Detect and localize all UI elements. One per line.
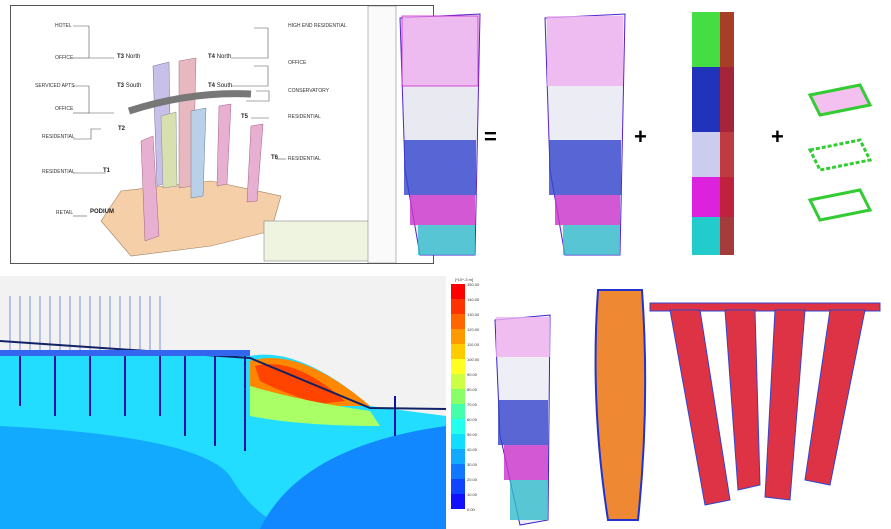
legend-value: 30.00 [467,462,478,467]
legend-swatch [451,419,465,434]
structural-frame-models [494,289,881,526]
soil-displacement-contour-plot [0,276,446,529]
legend-swatch [451,479,465,494]
legend-value: 60.00 [467,417,478,422]
legend-swatch [451,359,465,374]
color-legend [451,284,465,509]
legend-value: 140.00 [467,297,480,302]
floor-slab-models [807,83,873,222]
label-t4-north: T4 North [208,54,232,60]
label-residential: RESIDENTIAL [42,134,75,140]
legend-value: 10.00 [467,492,478,497]
equals-sign: = [484,124,497,149]
label-residential-2: RESIDENTIAL [42,169,75,175]
label-t3-south: T3 South [117,83,142,89]
label-podium: PODIUM [90,209,114,215]
structural-decomposition [399,12,873,256]
label-office: OFFICE [55,55,74,61]
label-office-t4: OFFICE [288,60,307,66]
bridge-towers-model [649,302,881,506]
tower-wireframe-model [594,289,647,521]
legend-value: 20.00 [467,477,478,482]
tower-frame-model [494,314,551,526]
legend-swatch [451,344,465,359]
legend-swatch [451,299,465,314]
legend-value: 80.00 [467,387,478,392]
legend-value: 0.00 [467,507,475,512]
label-serviced-apts: SERVICED APTS [35,83,75,89]
legend-swatch [451,434,465,449]
legend-unit: [*10^-3 m] [455,277,474,282]
legend-value: 100.00 [467,357,480,362]
core-model [692,12,734,255]
label-retail: RETAIL [56,210,74,216]
legend-value: 40.00 [467,447,478,452]
legend-value: 110.00 [467,342,479,347]
legend-swatch [451,314,465,329]
label-hotel: HOTEL [55,23,72,29]
legend-value: 90.00 [467,372,478,377]
legend-swatch [451,449,465,464]
label-residential-t5: RESIDENTIAL [288,114,321,120]
legend-swatch [451,389,465,404]
label-conservatory: CONSERVATORY [288,88,329,94]
label-t6: T6 [271,155,279,161]
legend-value: 50.00 [467,432,478,437]
legend-value: 120.00 [467,327,480,332]
architectural-drawing-sheet [10,5,434,264]
full-tower-model [399,13,481,256]
plus-sign-2: + [771,124,784,149]
label-t5: T5 [241,114,249,120]
legend-swatch [451,404,465,419]
frame-model [544,13,626,256]
label-high-end-residential: HIGH END RESIDENTIAL [288,23,347,29]
legend-swatch [451,494,465,509]
legend-swatch [451,374,465,389]
label-office-2: OFFICE [55,106,74,112]
plus-sign: + [634,124,647,149]
legend-swatch [451,329,465,344]
legend-value: 150.00 [467,282,480,287]
label-t1: T1 [103,168,111,174]
legend-value: 130.00 [467,312,480,317]
label-t4-south: T4 South [208,83,233,89]
tower-massing-illustration [73,5,397,264]
label-residential-t6: RESIDENTIAL [288,156,321,162]
legend-swatch [451,464,465,479]
label-t3-north: T3 North [117,54,141,60]
legend-swatch [451,284,465,299]
legend-value: 70.00 [467,402,478,407]
label-t2: T2 [118,126,126,132]
